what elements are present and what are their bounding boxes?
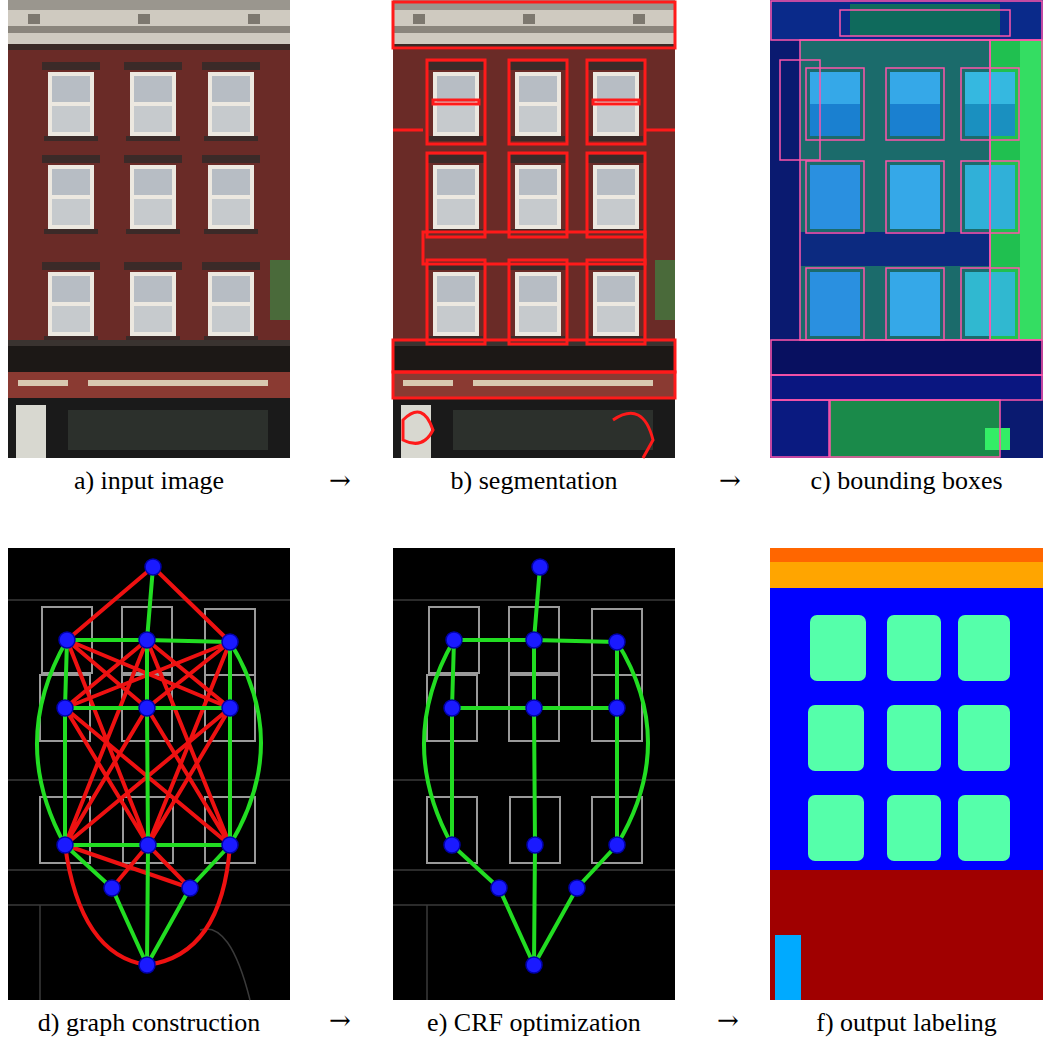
panel-caption: b) segmentation [451, 466, 618, 496]
figure-panel: c) bounding boxes [770, 0, 1043, 458]
arrow-symbol: → [717, 1005, 739, 1035]
arrow-symbol: → [329, 465, 351, 495]
panel-caption: c) bounding boxes [810, 466, 1002, 496]
panel-caption: d) graph construction [38, 1008, 260, 1038]
panel-caption: e) CRF optimization [427, 1008, 641, 1038]
figure-panel: a) input image [8, 0, 290, 458]
panel-caption: a) input image [74, 466, 224, 496]
panel-caption: f) output labeling [816, 1008, 997, 1038]
figure-panel: b) segmentation [393, 0, 675, 458]
arrow-symbol: → [719, 465, 741, 495]
figure-panel: f) output labeling [770, 548, 1043, 1000]
arrow-symbol: → [329, 1005, 351, 1035]
figure-panel: e) CRF optimization [393, 548, 675, 1000]
figure-panel: d) graph construction [8, 548, 290, 1000]
